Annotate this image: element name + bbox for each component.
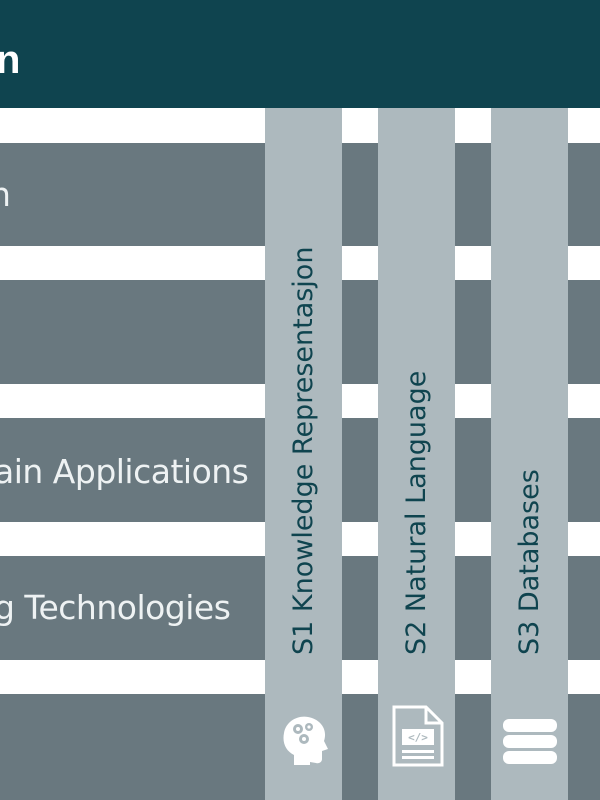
row-4-label: g Technologies <box>0 588 231 627</box>
brain-gears-icon <box>276 711 332 772</box>
column-s2-label: S2 Natural Language <box>400 370 432 655</box>
svg-text:</>: </> <box>408 731 428 744</box>
column-s1: S1 Knowledge Representasjon <box>265 108 342 800</box>
code-document-icon: </> <box>390 705 444 772</box>
column-s2: S2 Natural Language </> <box>378 108 455 800</box>
row-1-label: n <box>0 175 11 215</box>
database-stack-icon <box>501 717 559 772</box>
header-title: n <box>0 38 21 82</box>
column-s3-label: S3 Databases <box>513 469 545 655</box>
header-bar: n <box>0 0 600 108</box>
column-s1-label: S1 Knowledge Representasjon <box>287 246 319 655</box>
column-s3: S3 Databases <box>491 108 568 800</box>
row-3-label: ain Applications <box>0 452 249 491</box>
